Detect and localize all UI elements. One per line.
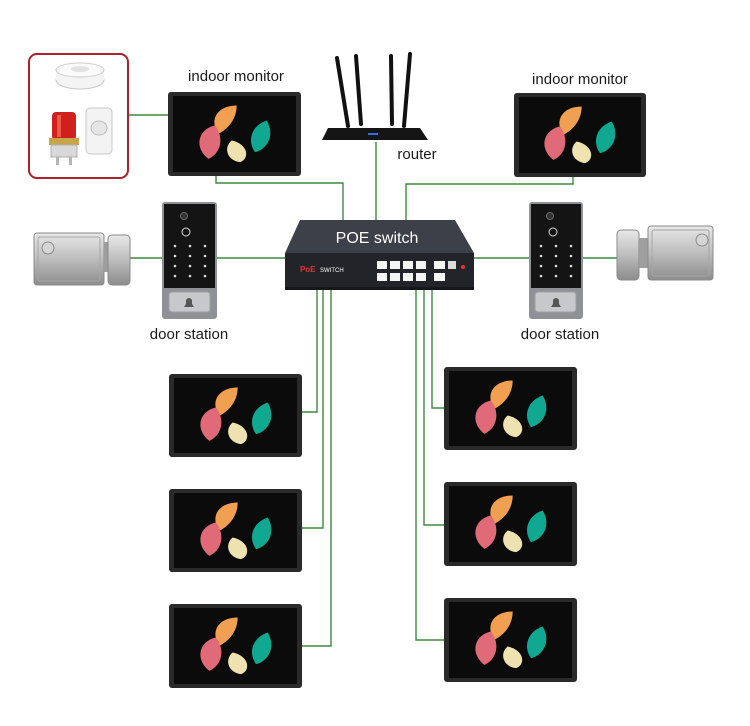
switch-badge-brand: PoE [300, 265, 316, 274]
wire-monitor-l1 [302, 288, 318, 413]
indoor-monitor-r3 [444, 598, 577, 682]
wire-monitor-l2 [302, 288, 324, 529]
pir-sensor-icon [85, 107, 113, 155]
door-station-right [529, 202, 583, 319]
wifi-router-icon [322, 52, 428, 140]
keypad [539, 244, 573, 278]
label-door-station-left: door station [150, 326, 228, 343]
keypad [173, 244, 207, 278]
doorbell-icon [551, 298, 561, 307]
wire-left-monitor [215, 175, 344, 220]
indoor-monitor-l2 [169, 489, 302, 572]
label-door-station-right: door station [521, 326, 599, 343]
indoor-monitor-right [514, 93, 646, 177]
poe-switch: PoE SWITCH [285, 220, 474, 290]
label-router: router [397, 146, 436, 163]
wire-monitor-l3 [302, 288, 332, 647]
door-station-left [162, 202, 217, 319]
wire-monitor-r3 [415, 288, 444, 641]
indoor-monitor-l3 [169, 604, 302, 688]
doorbell-icon [184, 298, 194, 307]
door-lock-icon [33, 232, 131, 286]
label-indoor-monitor-right: indoor monitor [532, 71, 628, 88]
network-wires [128, 114, 617, 647]
strobe-siren-icon [49, 112, 79, 165]
alarm-accessories [28, 53, 129, 179]
indoor-monitor-r2 [444, 482, 577, 566]
switch-badge-text: SWITCH [320, 268, 344, 274]
wire-monitor-r1 [431, 288, 444, 409]
indoor-monitor-l1 [169, 374, 302, 457]
smoke-detector-icon [55, 62, 105, 90]
door-lock-icon [616, 225, 714, 281]
label-poe-switch: POE switch [336, 230, 419, 247]
switch-ports [377, 261, 465, 281]
indoor-monitor-r1 [444, 367, 577, 450]
indoor-monitor-left [168, 92, 301, 176]
label-indoor-monitor-left: indoor monitor [188, 68, 284, 85]
wire-monitor-r2 [423, 288, 444, 526]
wire-right-monitor [405, 176, 574, 220]
